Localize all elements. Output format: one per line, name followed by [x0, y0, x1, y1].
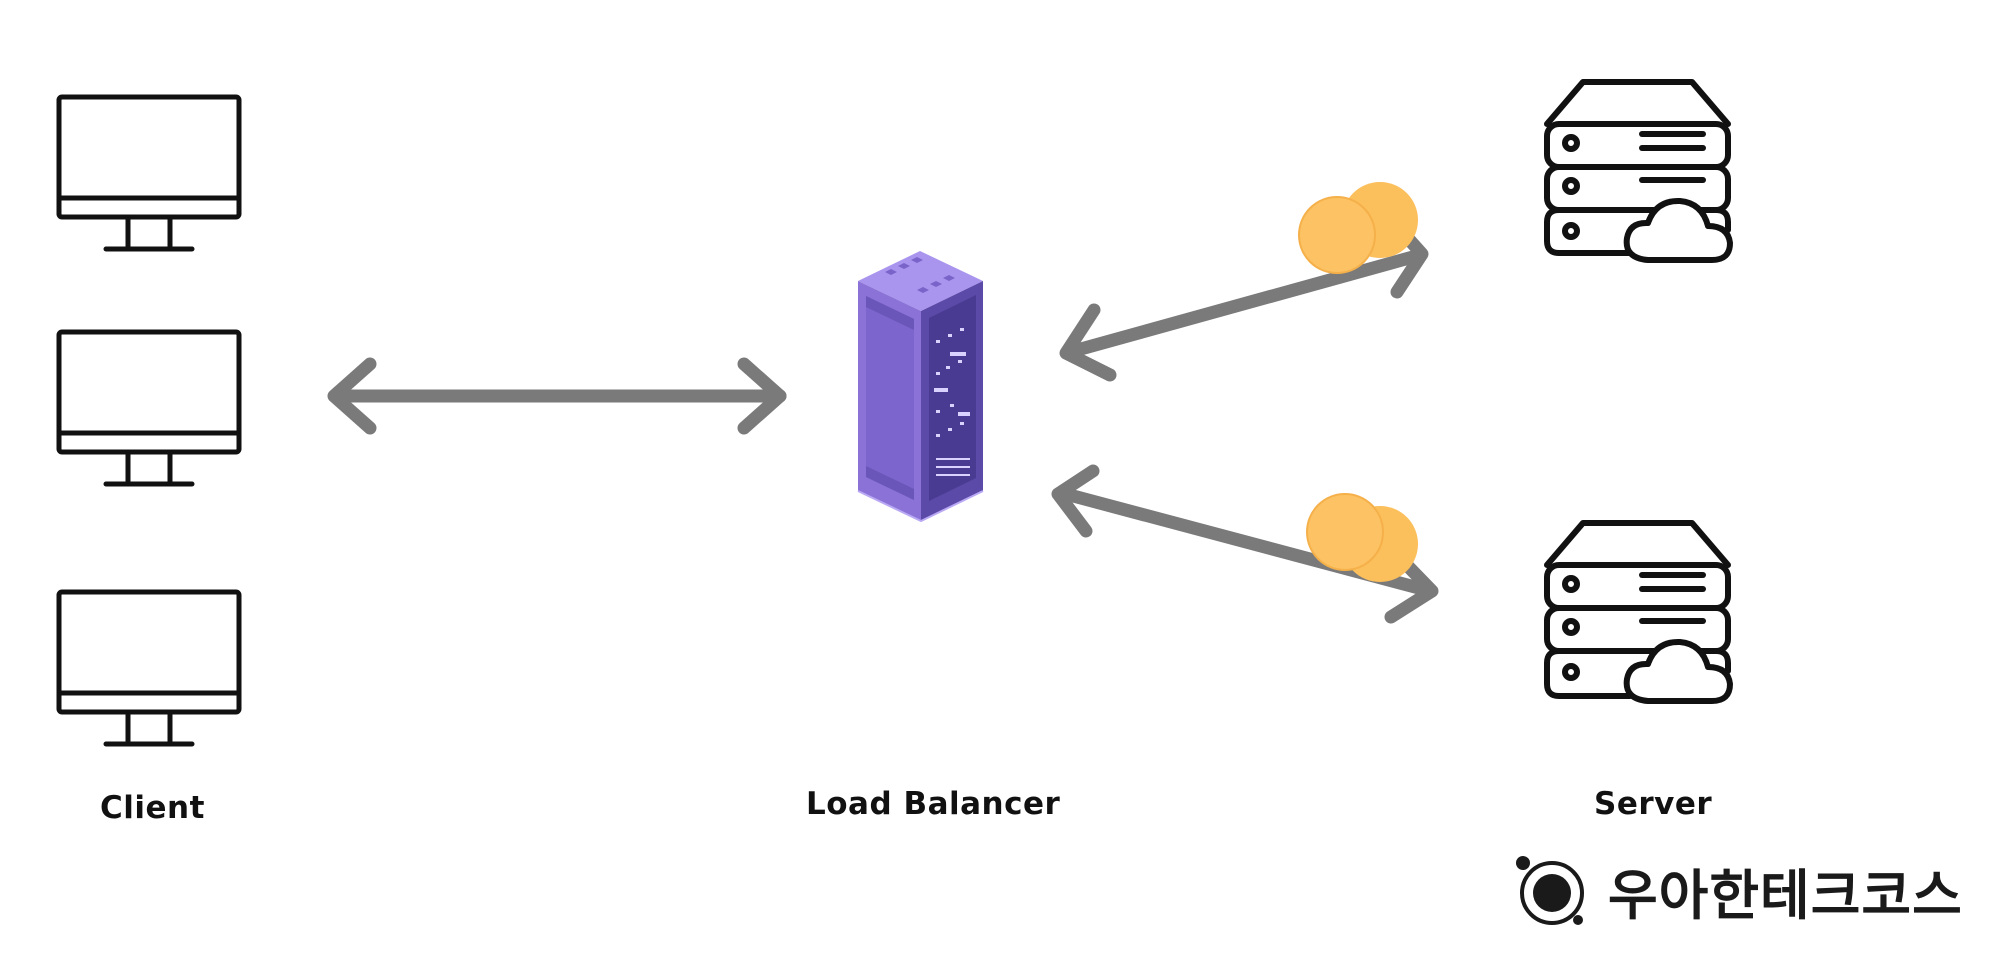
- client-monitor-icon-1: [56, 94, 242, 252]
- server-label: Server: [1594, 786, 1713, 822]
- brand-name: 우아한테크코스: [1608, 863, 1963, 927]
- cloud-server-icon-2: [1544, 520, 1733, 704]
- client-lb-arrow: [327, 357, 787, 435]
- coin-icon-2: [1306, 493, 1418, 582]
- cloud-server-icon-1: [1544, 79, 1733, 263]
- client-monitor-icon-3: [56, 589, 242, 747]
- load-balancer-label: Load Balancer: [806, 786, 1061, 822]
- brand-watermark: 우아한테크코스: [1510, 850, 1963, 930]
- client-monitor-icon-2: [56, 329, 242, 487]
- client-label: Client: [100, 790, 205, 826]
- logo-icon: [1516, 856, 1584, 925]
- server-rack-icon: [857, 251, 984, 523]
- coin-icon-1: [1298, 182, 1418, 274]
